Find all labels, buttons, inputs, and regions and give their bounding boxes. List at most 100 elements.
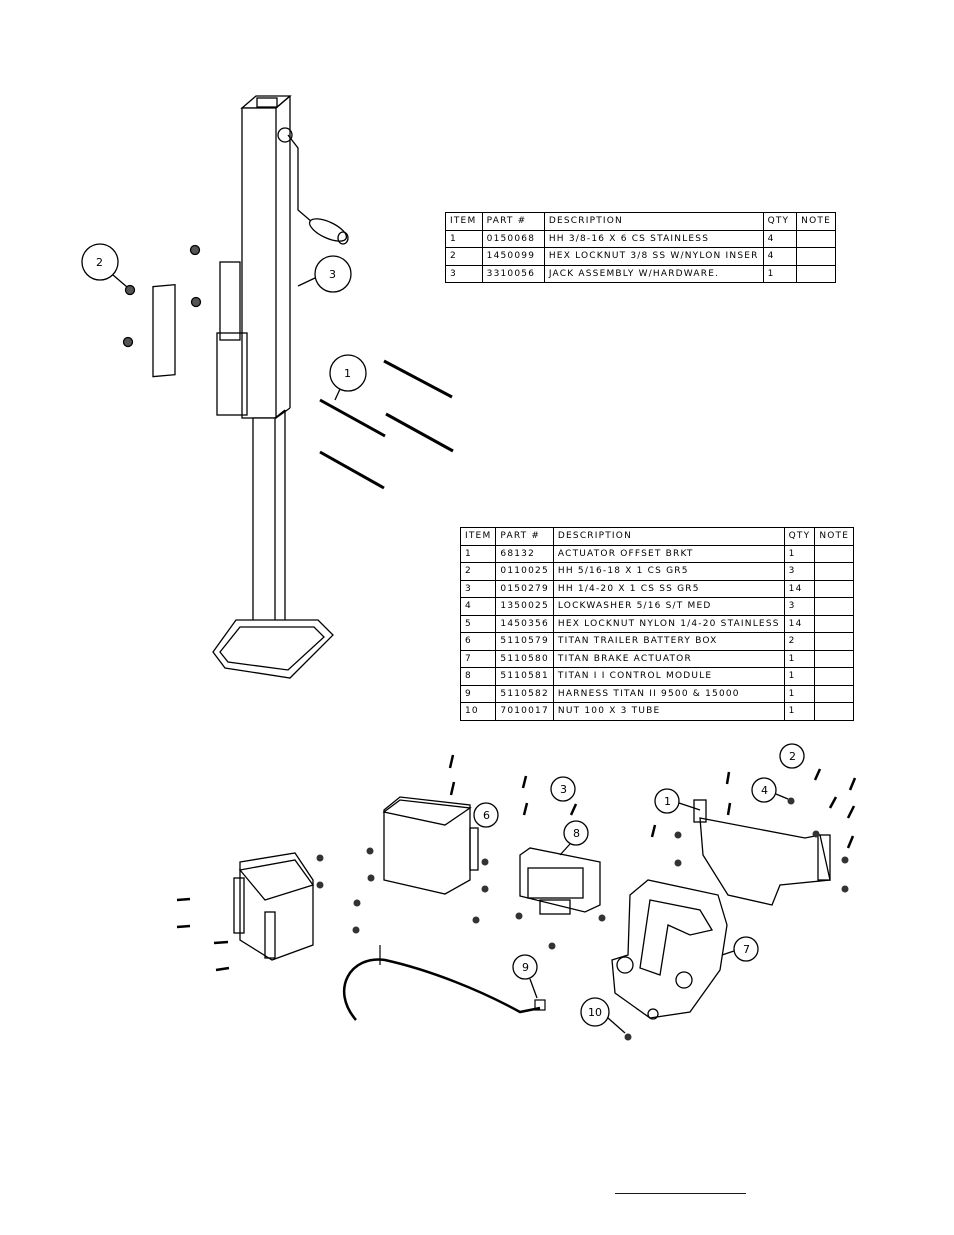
cell-description: HEX LOCKNUT NYLON 1/4-20 STAINLESS xyxy=(552,614,785,633)
cell-note xyxy=(814,579,855,598)
jack-callouts: 2 3 1 xyxy=(81,243,367,401)
cell-description: LOCKWASHER 5/16 S/T MED xyxy=(552,597,785,616)
brake-callouts: 6 3 8 1 2 4 7 9 10 xyxy=(473,743,805,1034)
cell-part: 1450356 xyxy=(495,614,554,633)
cell-part: 5110579 xyxy=(495,632,554,651)
cell-description: TITAN BRAKE ACTUATOR xyxy=(552,649,785,668)
col-item: ITEM xyxy=(445,212,483,231)
cell-note xyxy=(814,702,855,721)
callout-label: 2 xyxy=(96,256,103,269)
callout-label: 3 xyxy=(560,783,567,796)
brake-bolts xyxy=(176,754,857,972)
hyperlink-underline[interactable] xyxy=(615,1192,746,1194)
col-part: PART # xyxy=(481,212,545,231)
cell-description: HEX LOCKNUT 3/8 SS W/NYLON INSER xyxy=(543,247,764,266)
cell-item: 3 xyxy=(445,264,483,283)
cell-item: 1 xyxy=(445,229,483,248)
cell-note xyxy=(796,229,836,248)
table-header-row: ITEM PART # DESCRIPTION QTY NOTE xyxy=(459,527,855,546)
table-header-row: ITEM PART # DESCRIPTION QTY NOTE xyxy=(445,212,836,231)
cell-part: 1350025 xyxy=(495,597,554,616)
cell-item: 2 xyxy=(459,562,497,581)
cell-item: 4 xyxy=(459,597,497,616)
cell-description: HH 1/4-20 X 1 CS SS GR5 xyxy=(552,579,785,598)
cell-qty: 4 xyxy=(762,229,798,248)
cell-qty: 1 xyxy=(762,264,798,283)
cell-part: 5110582 xyxy=(495,684,554,703)
cell-qty: 1 xyxy=(783,684,816,703)
col-qty: QTY xyxy=(783,527,816,546)
cell-item: 7 xyxy=(459,649,497,668)
callout-label: 1 xyxy=(664,795,671,808)
harness xyxy=(343,945,546,1021)
col-note: NOTE xyxy=(796,212,836,231)
cell-item: 10 xyxy=(459,702,497,721)
cell-item: 5 xyxy=(459,614,497,633)
callout-label: 1 xyxy=(344,367,351,380)
callout-label: 7 xyxy=(743,943,750,956)
cell-note xyxy=(796,247,836,266)
cell-description: HH 3/8-16 X 6 CS STAINLESS xyxy=(543,229,764,248)
brake-actuator xyxy=(611,879,728,1020)
cell-qty: 14 xyxy=(783,579,816,598)
cell-qty: 3 xyxy=(783,562,816,581)
jack-assembly xyxy=(152,95,349,679)
cell-note xyxy=(814,667,855,686)
cell-qty: 3 xyxy=(783,597,816,616)
cell-description: HH 5/16-18 X 1 CS GR5 xyxy=(552,562,785,581)
cell-part: 5110581 xyxy=(495,667,554,686)
callout-label: 2 xyxy=(789,750,796,763)
cell-description: TITAN I I CONTROL MODULE xyxy=(552,667,785,686)
cell-part: 5110580 xyxy=(495,649,554,668)
cell-description: JACK ASSEMBLY W/HARDWARE. xyxy=(543,264,764,283)
cell-description: NUT 100 X 3 TUBE xyxy=(552,702,785,721)
cell-item: 1 xyxy=(459,544,497,563)
col-description: DESCRIPTION xyxy=(552,527,785,546)
battery-box-left xyxy=(233,852,315,961)
cell-part: 68132 xyxy=(495,544,554,563)
col-qty: QTY xyxy=(762,212,798,231)
cell-note xyxy=(814,649,855,668)
control-module xyxy=(519,847,601,915)
battery-box-right xyxy=(382,796,479,895)
callout-label: 3 xyxy=(329,268,336,281)
col-description: DESCRIPTION xyxy=(543,212,764,231)
cell-item: 6 xyxy=(459,632,497,651)
brake-nuts xyxy=(316,797,849,1041)
cell-part: 0110025 xyxy=(495,562,554,581)
cell-description: HARNESS TITAN II 9500 & 15000 xyxy=(552,684,785,703)
cell-qty: 1 xyxy=(783,702,816,721)
cell-item: 9 xyxy=(459,684,497,703)
cell-part: 7010017 xyxy=(495,702,554,721)
cell-part: 3310056 xyxy=(481,264,545,283)
callout-label: 4 xyxy=(761,784,768,797)
cell-note xyxy=(814,562,855,581)
cell-part: 1450099 xyxy=(481,247,545,266)
col-part: PART # xyxy=(495,527,554,546)
cell-description: TITAN TRAILER BATTERY BOX xyxy=(552,632,785,651)
callout-label: 10 xyxy=(588,1006,602,1019)
offset-bracket xyxy=(693,799,831,906)
cell-description: ACTUATOR OFFSET BRKT xyxy=(552,544,785,563)
cell-note xyxy=(814,614,855,633)
cell-note xyxy=(814,544,855,563)
cell-qty: 4 xyxy=(762,247,798,266)
cell-part: 0150068 xyxy=(481,229,545,248)
col-note: NOTE xyxy=(814,527,855,546)
callout-label: 8 xyxy=(573,827,580,840)
cell-note xyxy=(814,632,855,651)
cell-qty: 1 xyxy=(783,649,816,668)
col-item: ITEM xyxy=(459,527,497,546)
cell-note xyxy=(796,264,836,283)
